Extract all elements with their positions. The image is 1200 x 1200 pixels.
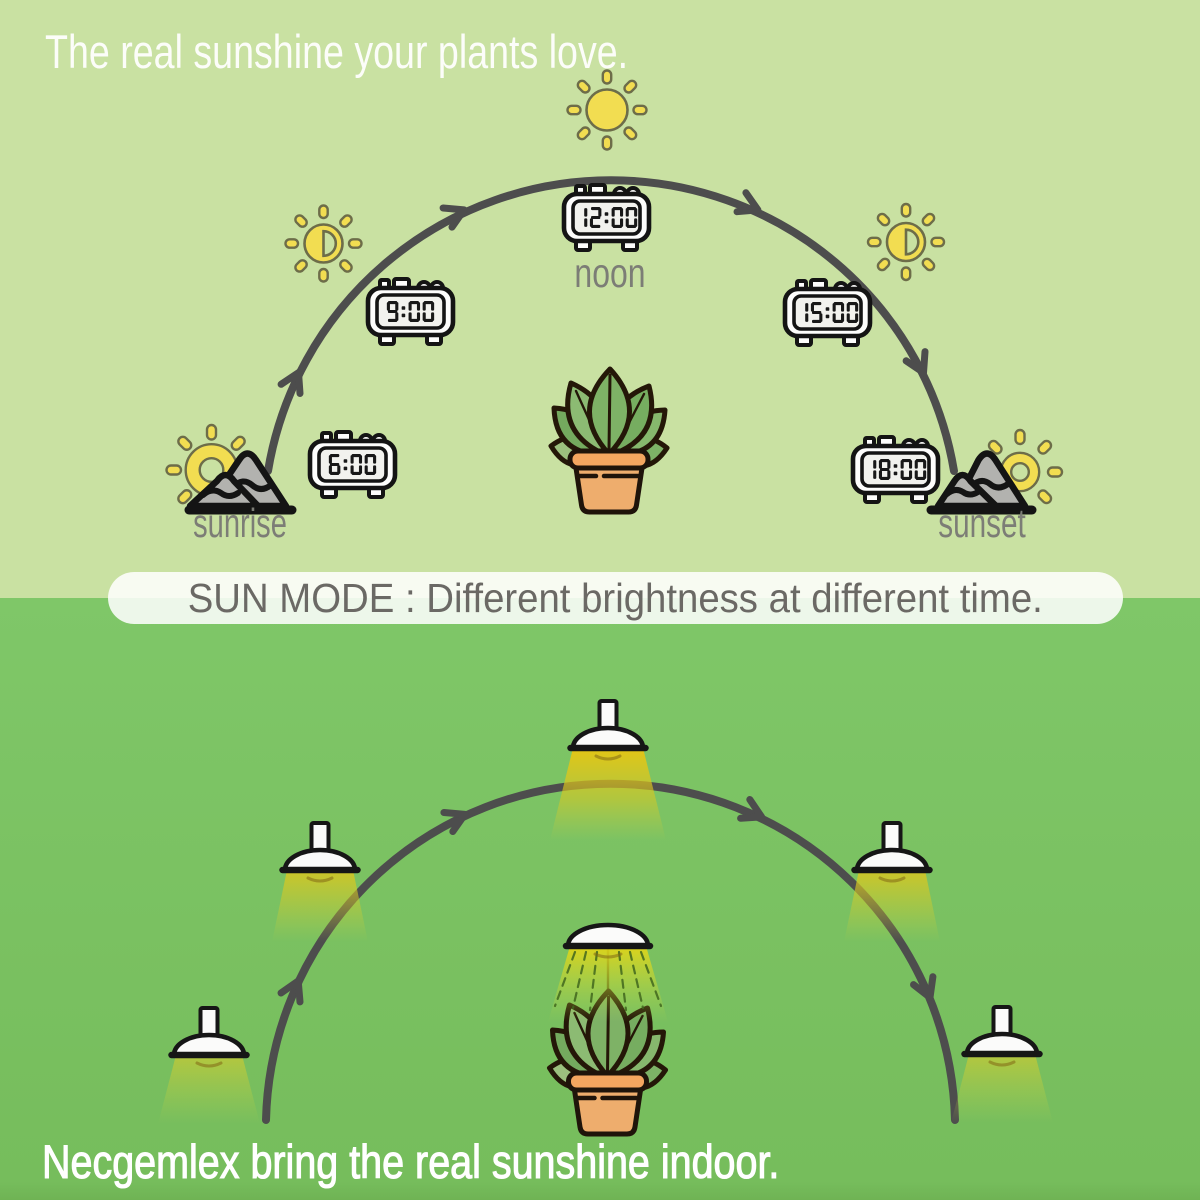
mountain [934, 471, 1000, 510]
grow-lamp-lower-right [951, 1007, 1053, 1123]
arc-arrow-icon [440, 809, 469, 835]
sunrise-mountains [184, 450, 297, 515]
grow-lamp-top [550, 701, 666, 840]
sunset-mountains [926, 450, 1037, 515]
clock-display [375, 293, 446, 330]
sun-half-icon-morning [284, 204, 363, 283]
light-beam [548, 946, 668, 1022]
sun-rays [165, 423, 246, 505]
sun-rays [566, 69, 648, 151]
sun-path-diagram [165, 69, 1064, 515]
bottom-caption: Necgemlex bring the real sunshine indoor… [42, 1134, 780, 1188]
sun-half-icon-afternoon [866, 202, 946, 282]
mountain-snow-line [944, 486, 981, 498]
arc-arrow-icon [737, 796, 766, 822]
light-ray-dashed [588, 950, 599, 1012]
grow-lamp-upper-right [844, 823, 940, 942]
sun-rays [987, 428, 1064, 505]
clock-9am [365, 277, 456, 346]
arc-arrow-icon [733, 189, 762, 216]
light-ray-dashed [553, 950, 577, 1008]
clock-6am [307, 430, 398, 499]
clock-time [386, 301, 435, 322]
grow-light-diagram [158, 701, 1053, 1134]
light-beam [272, 870, 368, 942]
sunset-icon [926, 428, 1064, 515]
mountain-snow-line [200, 487, 241, 499]
light-beam [844, 870, 940, 942]
sun-rays [284, 204, 363, 283]
clock-time [328, 454, 377, 475]
light-beam [158, 1055, 260, 1124]
arc-arrow-icon [277, 369, 304, 397]
clock-6pm [850, 435, 941, 504]
sun-arc [264, 176, 958, 475]
sun-disc [585, 88, 629, 132]
light-ray-dashed [628, 950, 645, 1010]
light-beam [550, 748, 666, 840]
clock-display [792, 294, 863, 331]
sun-mode-banner-text: SUN MODE : Different brightness at diffe… [187, 574, 1044, 621]
arc-arrow-icon [910, 973, 937, 1001]
light-ray-dashed [639, 950, 663, 1008]
arc-arrow-icon [439, 204, 468, 231]
light-rays [553, 950, 663, 1012]
arc-arrow-icon [277, 977, 304, 1006]
mountain [186, 471, 262, 510]
label-sunset: sunset [938, 500, 1026, 546]
sun-rays [866, 202, 946, 282]
clock-3pm [782, 278, 873, 347]
lamp-glow-arc [593, 952, 623, 959]
grow-lamp-upper-left [272, 823, 368, 942]
light-beam [951, 1054, 1053, 1123]
mountain-snow-line [969, 478, 1011, 491]
clock-time [584, 207, 638, 228]
light-ray-dashed [617, 950, 628, 1012]
sunrise-icon [165, 423, 297, 515]
clock-time [805, 302, 859, 323]
label-noon: noon [574, 250, 646, 296]
clock-time [873, 459, 927, 480]
grow-lamp-centre [548, 922, 668, 1134]
clock-display [860, 451, 931, 488]
lamp-head-centre [562, 922, 654, 959]
sun-mode-banner: SUN MODE : Different brightness at diffe… [108, 572, 1123, 624]
label-sunrise: sunrise [193, 500, 287, 546]
grow-lamp-lower-left [158, 1008, 260, 1124]
clock-display [317, 446, 388, 483]
sun-full-icon [566, 69, 648, 151]
clock-display [571, 199, 642, 236]
clock-noon [561, 183, 652, 252]
light-ray-dashed [571, 950, 588, 1010]
lamp-dome [565, 922, 651, 949]
page-title: The real sunshine your plants love. [45, 25, 629, 78]
arc-arrow-icon [902, 348, 929, 377]
